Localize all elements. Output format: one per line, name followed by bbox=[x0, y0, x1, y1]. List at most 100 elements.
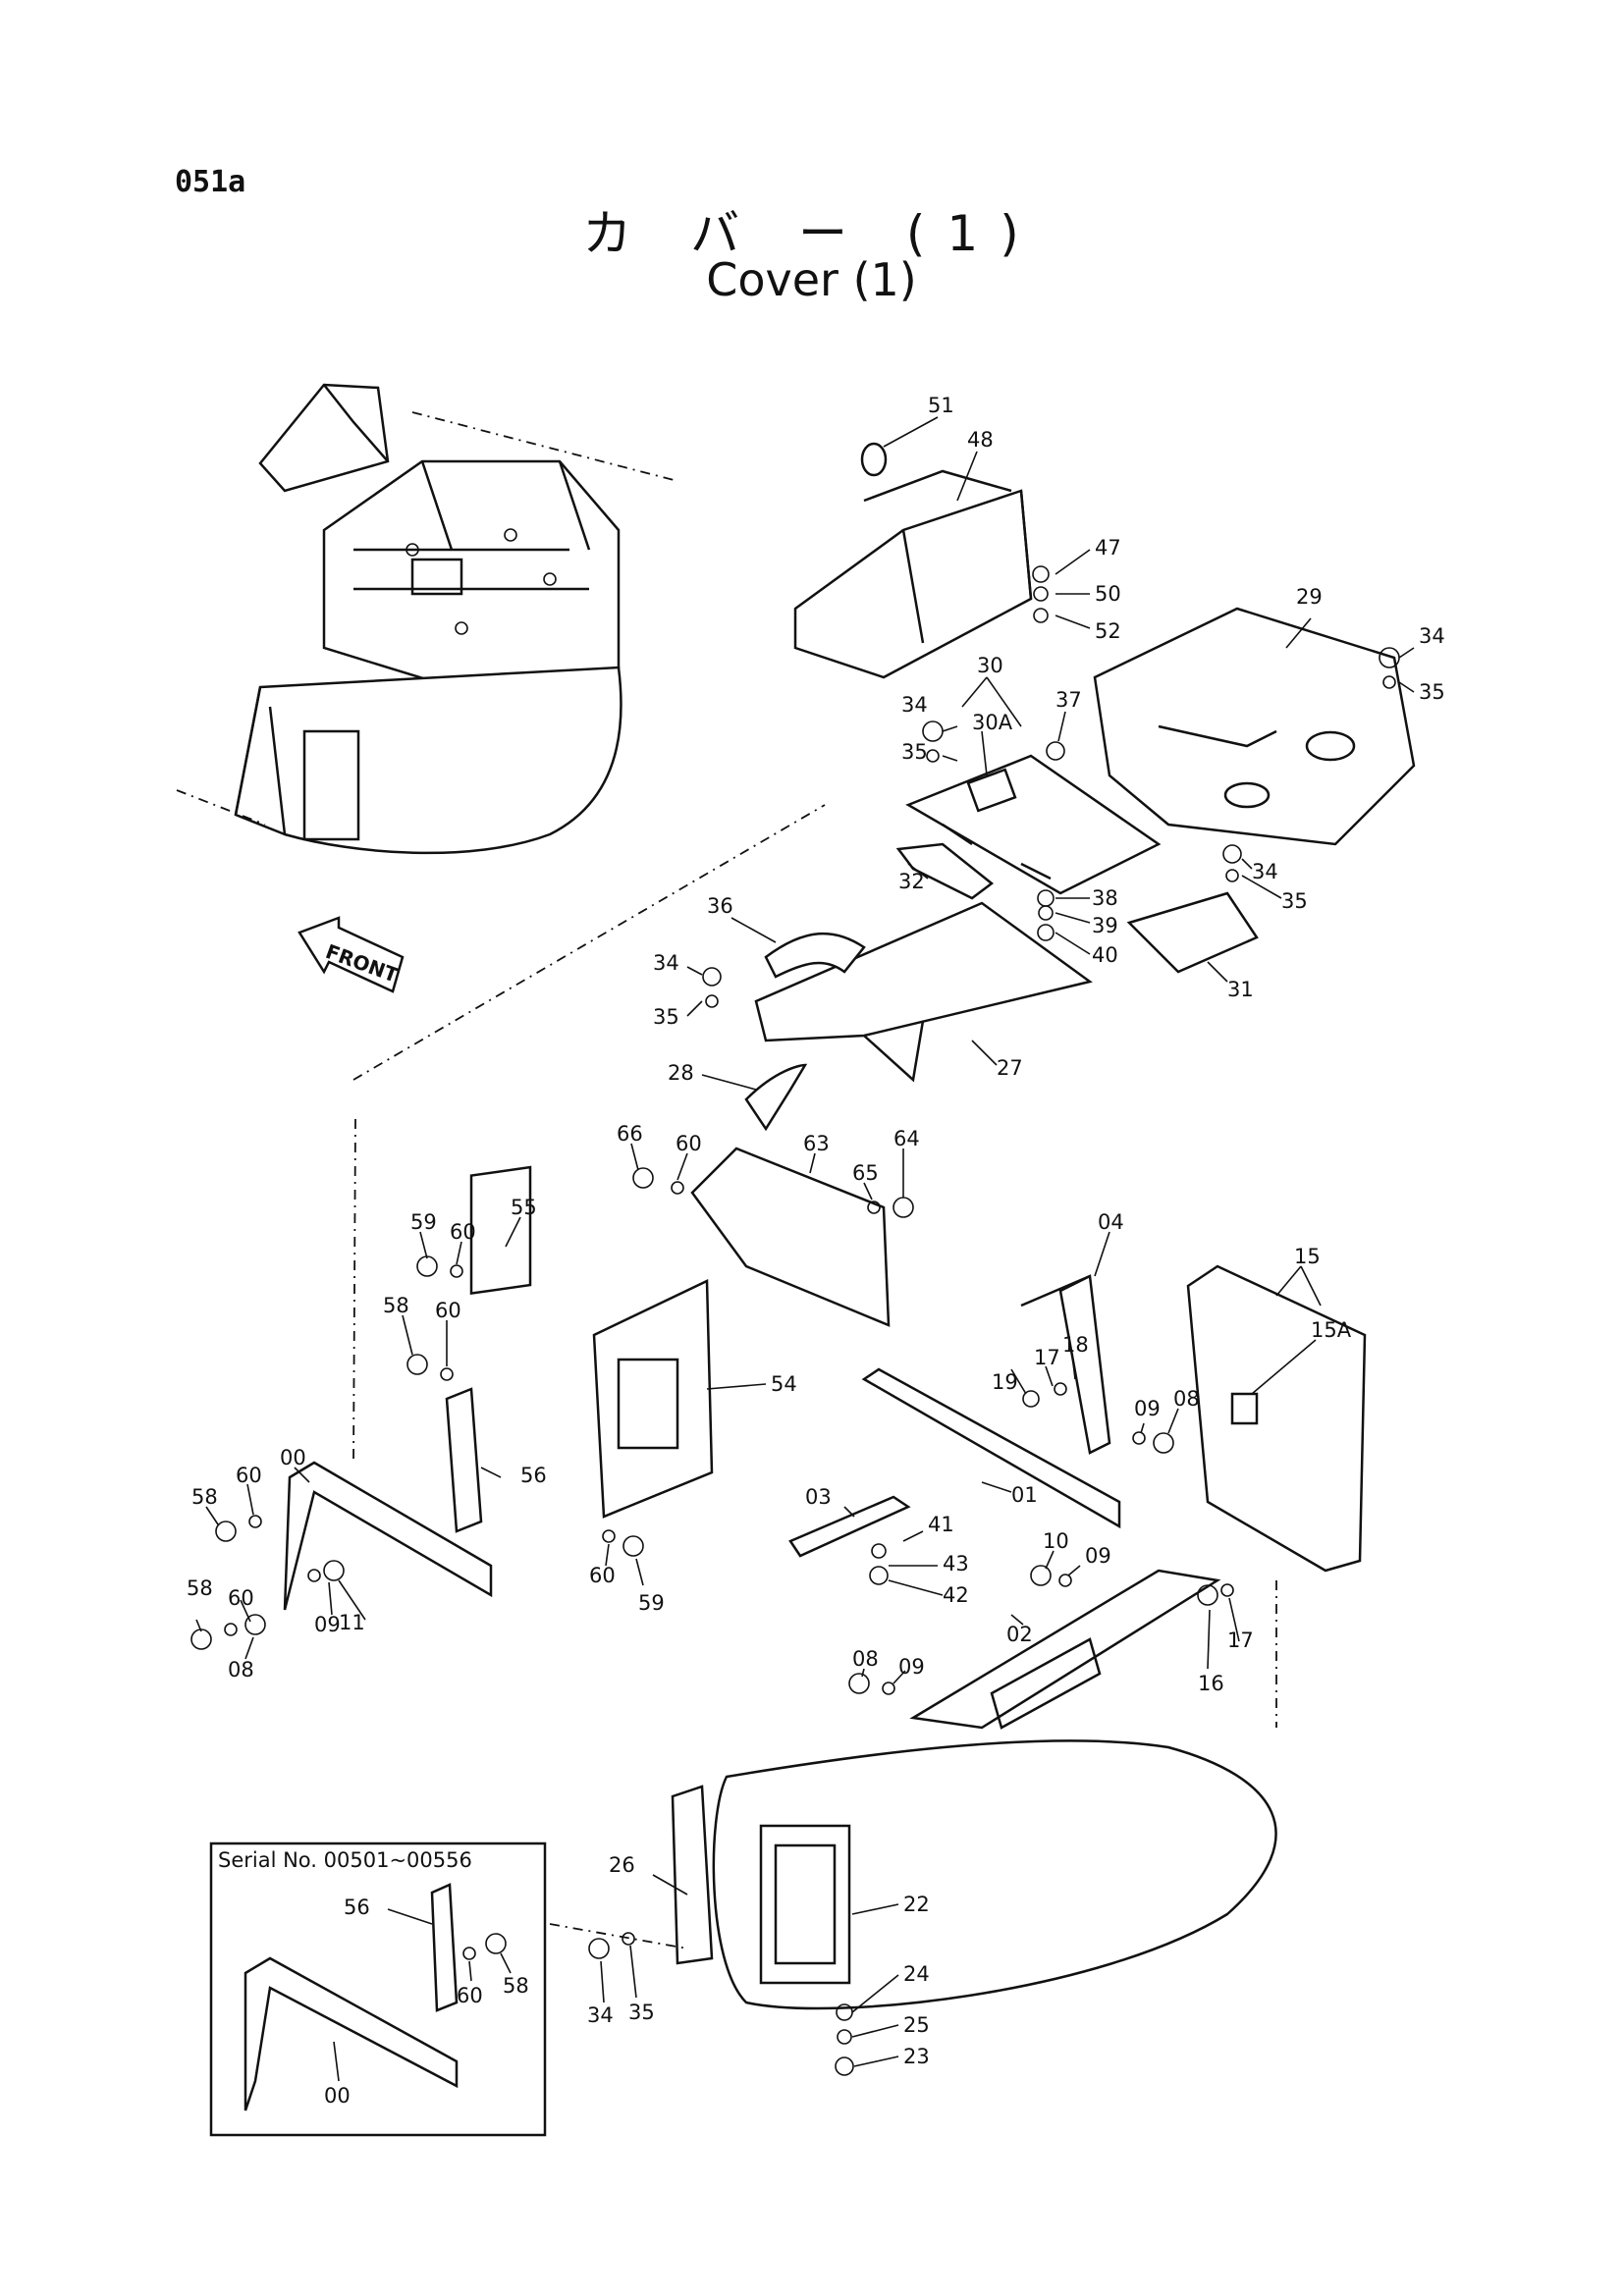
part-label: 35 bbox=[901, 740, 928, 764]
inset-label: 00 bbox=[324, 2084, 351, 2108]
part-label: 39 bbox=[1092, 914, 1118, 937]
part-label: 34 bbox=[1252, 860, 1278, 883]
part-label: 02 bbox=[1006, 1623, 1033, 1646]
seal-36 bbox=[764, 932, 866, 979]
part-labels: 51 48 47 50 52 29 34 35 30 30A 37 34 35 … bbox=[187, 394, 1445, 2068]
part-label: 22 bbox=[903, 1893, 930, 1916]
bracket-28 bbox=[744, 1063, 808, 1132]
part-label: 34 bbox=[901, 693, 928, 717]
part-label: 41 bbox=[928, 1513, 954, 1536]
frame-02 bbox=[909, 1569, 1221, 1730]
part-label: 50 bbox=[1095, 582, 1121, 606]
part-label: 29 bbox=[1296, 585, 1323, 609]
part-label: 54 bbox=[771, 1372, 797, 1396]
lower-cover-body bbox=[712, 1739, 1277, 2010]
part-label: 09 bbox=[1085, 1544, 1111, 1568]
page-code: 051a bbox=[175, 165, 246, 199]
inset-title: Serial No. 00501~00556 bbox=[218, 1848, 472, 1872]
part-label: 55 bbox=[511, 1196, 537, 1219]
title-japanese: カ バ ー (1) bbox=[582, 205, 1041, 262]
part-label: 34 bbox=[587, 2003, 614, 2027]
part-label: 35 bbox=[1419, 680, 1445, 704]
part-label: 59 bbox=[638, 1591, 665, 1615]
part-label: 17 bbox=[1034, 1346, 1060, 1369]
title-english: Cover (1) bbox=[706, 253, 917, 306]
plate-27 bbox=[754, 901, 1093, 1083]
part-label: 04 bbox=[1098, 1210, 1124, 1234]
box-55 bbox=[469, 1165, 532, 1295]
part-label: 36 bbox=[707, 894, 733, 918]
part-label: 35 bbox=[628, 2001, 655, 2024]
part-label: 28 bbox=[668, 1061, 694, 1085]
part-label: 60 bbox=[435, 1299, 461, 1322]
front-arrow: FRONT bbox=[298, 916, 405, 993]
part-label: 09 bbox=[898, 1655, 925, 1679]
part-label: 60 bbox=[589, 1564, 616, 1587]
frame-00 bbox=[283, 1461, 493, 1611]
part-label: 24 bbox=[903, 1962, 930, 1986]
part-label: 08 bbox=[1173, 1387, 1200, 1411]
part-label: 56 bbox=[520, 1464, 547, 1487]
upper-cover-48 bbox=[793, 442, 1033, 679]
part-label: 08 bbox=[228, 1658, 254, 1682]
part-label: 43 bbox=[943, 1552, 969, 1575]
part-label: 00 bbox=[280, 1446, 306, 1469]
inset-label: 58 bbox=[503, 1974, 529, 1998]
part-label: 66 bbox=[617, 1122, 643, 1146]
part-label: 30A bbox=[972, 711, 1013, 734]
part-label: 51 bbox=[928, 394, 954, 417]
part-label: 42 bbox=[943, 1583, 969, 1607]
cover-30 bbox=[905, 754, 1162, 895]
bracket-56 bbox=[445, 1387, 483, 1533]
part-label: 19 bbox=[992, 1370, 1018, 1394]
part-label: 60 bbox=[228, 1586, 254, 1610]
bar-03 bbox=[788, 1495, 911, 1558]
part-label: 58 bbox=[191, 1485, 218, 1509]
part-label: 48 bbox=[967, 428, 994, 452]
part-label: 35 bbox=[653, 1005, 679, 1029]
part-label: 10 bbox=[1043, 1529, 1069, 1553]
bracket-63 bbox=[690, 1147, 891, 1327]
part-label: 09 bbox=[1134, 1397, 1161, 1420]
part-label: 64 bbox=[893, 1127, 920, 1150]
floor-plate-29 bbox=[1093, 607, 1416, 846]
part-label: 31 bbox=[1227, 978, 1254, 1001]
part-label: 25 bbox=[903, 2013, 930, 2037]
part-label: 58 bbox=[383, 1294, 409, 1317]
part-label: 01 bbox=[1011, 1483, 1038, 1507]
part-label: 60 bbox=[676, 1132, 702, 1155]
part-label: 37 bbox=[1055, 688, 1082, 712]
bar-01 bbox=[861, 1367, 1121, 1529]
part-label: 58 bbox=[187, 1576, 213, 1600]
part-label: 34 bbox=[653, 951, 679, 975]
bracket-26 bbox=[671, 1785, 714, 1965]
part-label: 32 bbox=[898, 870, 925, 893]
part-label: 52 bbox=[1095, 619, 1121, 643]
part-label: 60 bbox=[450, 1220, 476, 1244]
plate-31 bbox=[1126, 891, 1259, 974]
part-label: 40 bbox=[1092, 943, 1118, 967]
part-label: 30 bbox=[977, 654, 1003, 677]
inset-label: 56 bbox=[344, 1896, 370, 1919]
part-label: 11 bbox=[339, 1611, 365, 1634]
part-label: 15 bbox=[1294, 1245, 1321, 1268]
part-label: 59 bbox=[410, 1210, 437, 1234]
inset-label: 60 bbox=[457, 1984, 483, 2007]
part-label: 35 bbox=[1281, 889, 1308, 913]
part-label: 27 bbox=[997, 1056, 1023, 1080]
serial-inset: Serial No. 00501~00556 56 60 58 00 bbox=[209, 1842, 547, 2137]
part-label: 63 bbox=[803, 1132, 830, 1155]
part-label: 47 bbox=[1095, 536, 1121, 560]
leader-lines bbox=[195, 416, 1415, 2067]
part-label: 60 bbox=[236, 1464, 262, 1487]
part-label: 18 bbox=[1062, 1333, 1089, 1357]
machine-body-drawing bbox=[176, 383, 678, 855]
part-label: 26 bbox=[609, 1853, 635, 1877]
part-label: 16 bbox=[1198, 1672, 1224, 1695]
side-cover-15 bbox=[1186, 1264, 1367, 1573]
part-label: 23 bbox=[903, 2045, 930, 2068]
part-label: 34 bbox=[1419, 624, 1445, 648]
part-label: 65 bbox=[852, 1161, 879, 1185]
bracket-04 bbox=[1020, 1274, 1111, 1455]
